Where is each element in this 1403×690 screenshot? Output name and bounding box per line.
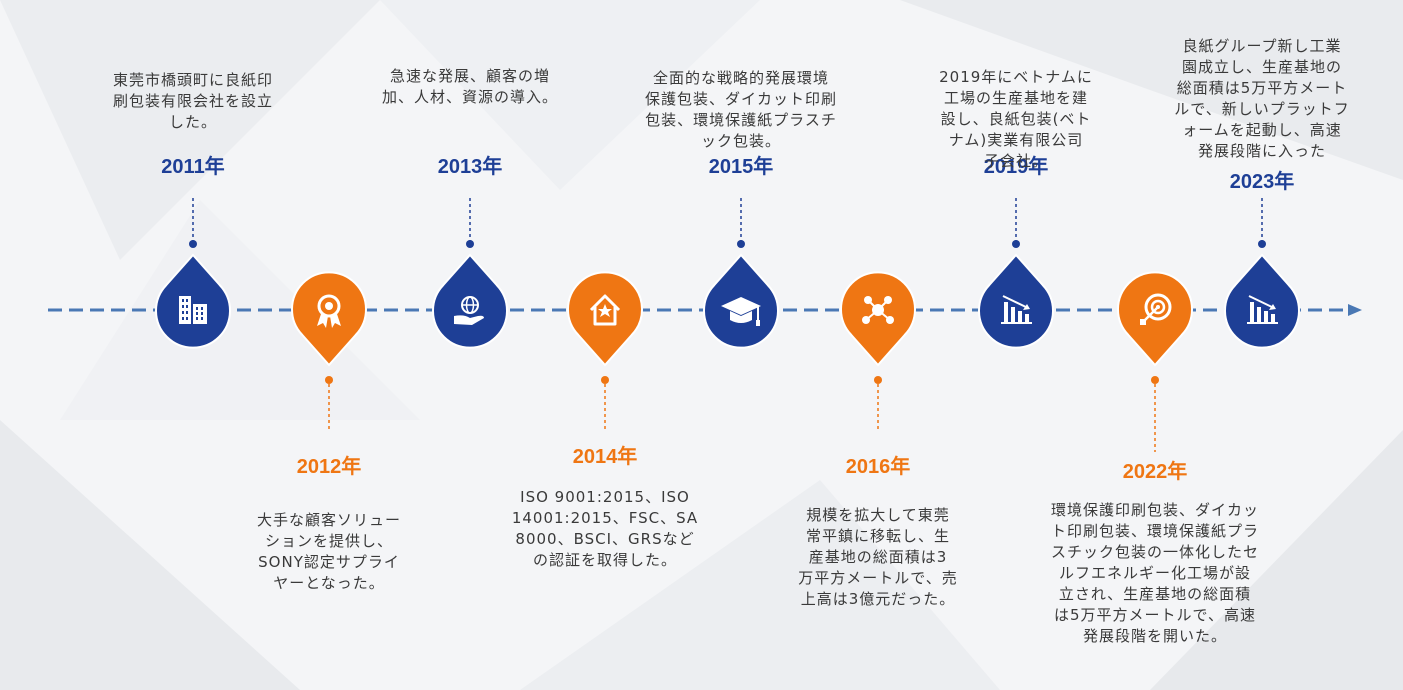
milestone-year: 2014年: [572, 446, 638, 468]
milestone-description: ISO 9001:2015、ISO 14001:2015、FSC、SA 8000…: [511, 488, 699, 569]
milestone-description: 全面的な戦略的発展環境 保護包装、ダイカット印刷 包装、環境保護紙プラスチ ック…: [644, 69, 837, 150]
milestone-year: 2015年: [708, 156, 774, 178]
milestone-description: 急速な発展、顧客の増 加、人材、資源の導入。: [381, 67, 558, 106]
milestone-dot: [325, 376, 333, 384]
bar-chart-down-icon: [1247, 295, 1278, 324]
timeline-arrow-head: [1348, 304, 1362, 316]
milestone-year: 2013年: [437, 156, 503, 178]
milestone-description: 規模を拡大して東莞 常平鎮に移転し、生 産基地の総面積は3 万平方メートルで、売…: [798, 506, 958, 608]
milestone-year: 2011年: [161, 156, 225, 178]
house-star-icon: [589, 294, 621, 326]
milestone-dot: [189, 240, 197, 248]
milestone-pin: [567, 271, 643, 367]
milestone-description: 環境保護印刷包装、ダイカッ ト印刷包装、環境保護紙プラ スチック包装の一体化した…: [1050, 501, 1259, 645]
globe-hand-icon: [454, 296, 484, 325]
milestone-pin: [840, 271, 916, 367]
milestone-description: 東莞市橋頭町に良紙印 刷包装有限会社を設立 した。: [112, 71, 273, 131]
milestone-dot: [1012, 240, 1020, 248]
milestone-pin: [432, 253, 508, 349]
milestone-dot: [737, 240, 745, 248]
milestone-description: 良紙グループ新し工業 園成立し、生産基地の 総面積は5万平方メート ルで、新しい…: [1174, 37, 1350, 160]
milestone-year: 2016年: [845, 456, 911, 478]
milestone-dot: [874, 376, 882, 384]
bar-chart-down-icon: [1001, 295, 1032, 324]
milestone-year: 2022年: [1122, 461, 1188, 483]
milestone-dot: [1258, 240, 1266, 248]
award-ribbon-icon: [317, 294, 341, 328]
graduation-cap-icon: [721, 297, 761, 326]
milestone-pin: [291, 271, 367, 367]
target-icon: [1140, 293, 1172, 325]
milestone-description: 2019年にベトナムに 工場の生産基地を建 設し、良紙包装(ベト ナム)実業有限…: [939, 68, 1093, 170]
milestone-description: 大手な顧客ソリュー ションを提供し、 SONY認定サプライ ヤーとなった。: [256, 511, 401, 592]
milestone-year: 2023年: [1229, 171, 1295, 193]
building-icon: [179, 296, 207, 324]
network-icon: [862, 296, 894, 324]
milestone-year: 2012年: [296, 456, 362, 478]
milestone-dot: [1151, 376, 1159, 384]
milestone-dot: [601, 376, 609, 384]
milestone-dot: [466, 240, 474, 248]
milestone-year: 2019年: [983, 156, 1049, 178]
milestone-pin: [155, 253, 231, 349]
